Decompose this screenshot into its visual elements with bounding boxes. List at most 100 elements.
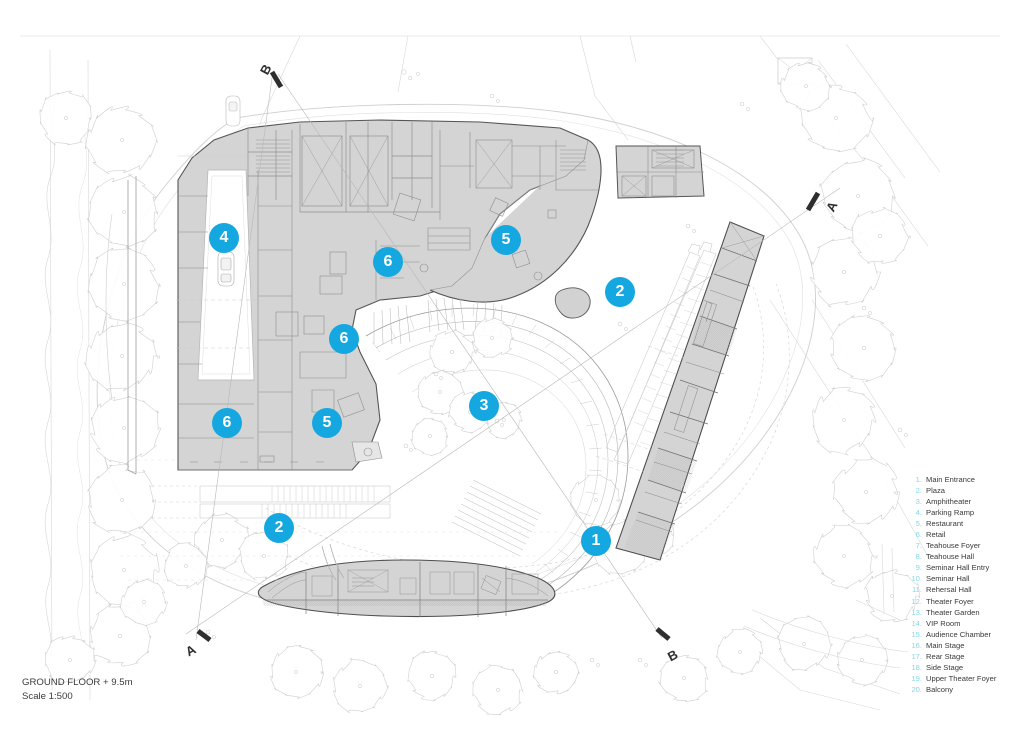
legend-item-label: Rear Stage	[926, 651, 965, 661]
legend-item-number: 4.	[915, 508, 922, 518]
legend-item-label: Retail	[926, 530, 946, 540]
building-northwest-mass	[176, 119, 602, 471]
tree-trunk	[856, 194, 860, 198]
tree-canopy	[864, 569, 921, 622]
tree-canopy	[410, 418, 448, 457]
context-car	[225, 95, 241, 127]
tree-canopy	[658, 654, 709, 702]
legend-item-number: 17.	[911, 651, 922, 661]
tree-canopy	[90, 395, 162, 465]
legend-item: 5.Restaurant	[908, 518, 1020, 529]
tree-canopy	[270, 645, 325, 699]
legend-item-number: 14.	[911, 618, 922, 628]
tree-trunk	[842, 418, 846, 422]
legend-item-number: 9.	[915, 563, 922, 573]
legend-item: 10. Seminar Hall	[908, 573, 1020, 584]
tree-trunk	[842, 554, 846, 558]
legend-item: 4. Parking Ramp	[908, 507, 1020, 518]
tree-canopy	[119, 578, 169, 627]
tree-trunk	[738, 650, 742, 654]
tree-canopy	[193, 512, 250, 570]
tree-trunk	[862, 346, 866, 350]
tree-trunk	[502, 418, 506, 422]
section-tick-marks	[196, 70, 821, 642]
tree-trunk	[220, 538, 224, 542]
legend-item-number: 20.	[911, 684, 922, 694]
keynote-marker-1: 1	[581, 526, 611, 556]
tree-canopy	[472, 664, 524, 716]
legend-item-number: 18.	[911, 662, 922, 672]
legend-item: 9. Seminar Hall Entry	[908, 562, 1020, 573]
legend-item-label: Balcony	[926, 684, 954, 694]
legend-item-label: Amphitheater	[926, 497, 972, 507]
legend-item-label: Seminar Hall	[926, 574, 970, 584]
legend-item-number: 6.	[915, 530, 922, 540]
plaza-paving-grid	[120, 459, 560, 581]
legend-item-number: 19.	[911, 673, 922, 683]
tree-trunk	[142, 600, 146, 604]
legend-item-label: Audience Chamber	[926, 629, 992, 639]
tree-trunk	[842, 270, 846, 274]
legend-item-label: Main Entrance	[926, 475, 975, 484]
legend-item: 11.Rehersal Hall	[908, 584, 1020, 595]
legend-item-label: Teahouse Foyer	[926, 541, 981, 551]
legend-item-label: Theater Foyer	[926, 596, 974, 606]
tree-trunk	[878, 234, 882, 238]
tree-canopy	[570, 474, 622, 527]
west-retaining-wall	[105, 176, 137, 475]
tree-canopy	[851, 207, 911, 264]
title-block: GROUND FLOOR + 9.5m Scale 1:500	[22, 676, 133, 704]
tree-trunk	[122, 568, 126, 572]
legend-item-label: Parking Ramp	[926, 508, 975, 518]
legend-item-label: Upper Theater Foyer	[926, 673, 997, 683]
vegetation-right	[777, 61, 921, 687]
tree-canopy	[777, 615, 833, 671]
legend-item-label: Seminar Hall Entry	[926, 563, 990, 573]
tree-trunk	[122, 282, 126, 286]
tree-trunk	[120, 498, 124, 502]
tree-trunk	[122, 426, 126, 430]
legend-item: 12. Theater Foyer	[908, 596, 1020, 607]
legend-item-label: VIP Room	[926, 618, 961, 628]
legend-item: 18.Side Stage	[908, 662, 1020, 673]
plaza-steps-north	[152, 485, 391, 519]
tree-trunk	[450, 350, 454, 354]
tree-trunk	[122, 210, 126, 214]
tree-canopy	[87, 464, 157, 534]
legend-item-label: Teahouse Hall	[926, 552, 975, 562]
tree-trunk	[358, 684, 362, 688]
keynote-marker-5: 5	[312, 408, 342, 438]
tree-trunk	[860, 658, 864, 662]
tree-trunk	[428, 434, 432, 438]
tree-canopy	[407, 650, 457, 702]
legend-item-number: 8.	[915, 552, 922, 562]
legend-item: 6. Retail	[908, 529, 1020, 540]
legend-item-label: Rehersal Hall	[926, 585, 972, 595]
tree-trunk	[490, 336, 494, 340]
legend-item-number: 7.	[915, 541, 922, 551]
tree-canopy	[163, 542, 210, 589]
legend-item-label: Theater Garden	[926, 607, 980, 617]
keynote-marker-5: 5	[491, 225, 521, 255]
legend-item: 20. Balcony	[908, 684, 1020, 695]
keynote-marker-2: 2	[264, 513, 294, 543]
retail-bar-canopy	[605, 241, 717, 465]
tree-trunk	[68, 658, 72, 662]
legend-item: 13. Theater Garden	[908, 607, 1020, 618]
legend-item: 17. Rear Stage	[908, 651, 1020, 662]
tree-canopy	[84, 106, 158, 175]
tree-canopy	[45, 635, 97, 685]
tree-canopy	[84, 322, 161, 392]
tree-canopy	[39, 90, 92, 146]
legend-item-number: 12.	[911, 596, 922, 606]
legend-item-number: 10.	[911, 574, 922, 584]
legend-item-number: 5.	[915, 519, 922, 529]
tree-trunk	[184, 564, 188, 568]
tree-trunk	[554, 670, 558, 674]
tree-trunk	[834, 116, 838, 120]
legend-item-number: 13.	[911, 607, 922, 617]
keynote-marker-4: 4	[209, 223, 239, 253]
keynote-marker-6: 6	[373, 247, 403, 277]
